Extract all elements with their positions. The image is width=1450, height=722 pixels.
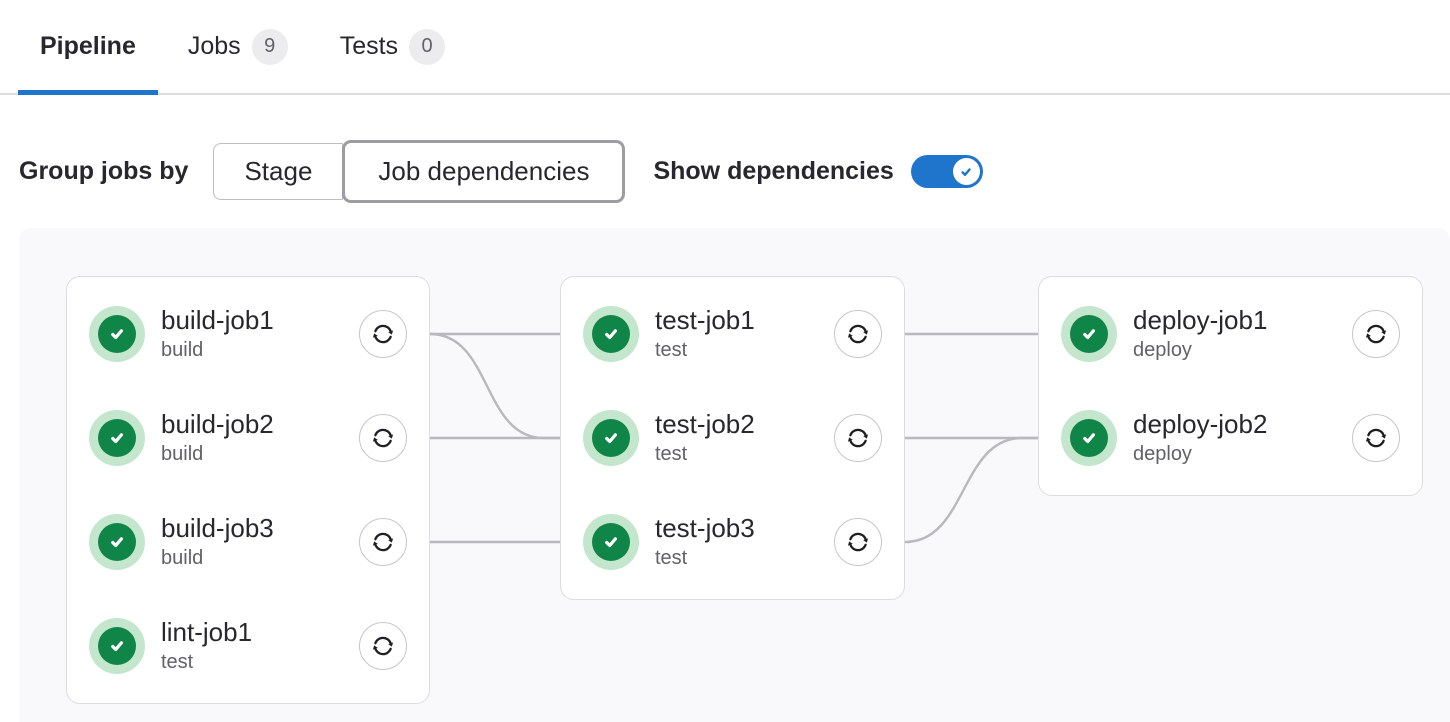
pipeline-tabs: Pipeline Jobs 9 Tests 0	[0, 0, 1450, 95]
status-success-icon	[89, 410, 145, 466]
segment-job-dependencies[interactable]: Job dependencies	[342, 140, 626, 203]
job-name: build-job1	[161, 305, 274, 336]
job-stage: build	[161, 442, 204, 465]
tab-label: Jobs	[187, 32, 241, 60]
tab-label: Pipeline	[40, 32, 136, 60]
retry-job-button[interactable]	[359, 414, 407, 462]
retry-icon	[847, 532, 869, 552]
job-stage: build	[161, 338, 204, 361]
show-dependencies-toggle[interactable]	[910, 155, 983, 188]
tab-count-badge: 0	[409, 28, 446, 65]
tab-jobs[interactable]: Jobs 9	[166, 0, 310, 93]
retry-job-button[interactable]	[1352, 310, 1400, 358]
job-stage: deploy	[1133, 442, 1192, 465]
retry-icon	[372, 324, 394, 344]
job-name: deploy-job1	[1133, 305, 1268, 336]
retry-job-button[interactable]	[359, 622, 407, 670]
retry-icon	[372, 532, 394, 552]
tab-count-badge: 9	[251, 28, 288, 65]
tab-label: Tests	[339, 32, 399, 60]
retry-icon	[847, 428, 869, 448]
retry-job-button[interactable]	[834, 310, 882, 358]
job-stage: test	[655, 338, 688, 361]
job-stage: deploy	[1133, 338, 1192, 361]
status-success-icon	[583, 306, 639, 362]
job-stage: build	[161, 546, 204, 569]
retry-job-button[interactable]	[359, 518, 407, 566]
retry-icon	[372, 636, 394, 656]
job-name: build-job3	[161, 513, 274, 544]
job-name: build-job2	[161, 409, 274, 440]
dependency-link	[429, 332, 560, 440]
toggle-knob	[952, 158, 980, 185]
tab-tests[interactable]: Tests 0	[318, 0, 467, 93]
retry-job-button[interactable]	[834, 518, 882, 566]
job-name: test-job3	[655, 513, 755, 544]
retry-icon	[372, 428, 394, 448]
status-success-icon	[89, 306, 145, 362]
retry-job-button[interactable]	[834, 414, 882, 462]
segment-stage[interactable]: Stage	[213, 143, 344, 200]
retry-icon	[1365, 324, 1387, 344]
job-stage: test	[655, 546, 688, 569]
check-icon	[961, 167, 972, 176]
job-name: test-job1	[655, 305, 755, 336]
status-success-icon	[1061, 410, 1117, 466]
status-success-icon	[89, 514, 145, 570]
job-name: test-job2	[655, 409, 755, 440]
retry-icon	[847, 324, 869, 344]
status-success-icon	[89, 618, 145, 674]
dependency-link	[904, 436, 1038, 544]
job-stage: test	[655, 442, 688, 465]
job-name: lint-job1	[161, 617, 253, 648]
group-jobs-by-label: Group jobs by	[19, 157, 189, 185]
status-success-icon	[583, 410, 639, 466]
dependency-links	[429, 332, 1038, 544]
job-name: deploy-job2	[1133, 409, 1268, 440]
status-success-icon	[1061, 306, 1117, 362]
tab-pipeline[interactable]: Pipeline	[18, 0, 158, 95]
retry-job-button[interactable]	[359, 310, 407, 358]
job-stage: test	[161, 650, 194, 673]
retry-job-button[interactable]	[1352, 414, 1400, 462]
show-dependencies-label: Show dependencies	[653, 157, 894, 185]
status-success-icon	[583, 514, 639, 570]
retry-icon	[1365, 428, 1387, 448]
